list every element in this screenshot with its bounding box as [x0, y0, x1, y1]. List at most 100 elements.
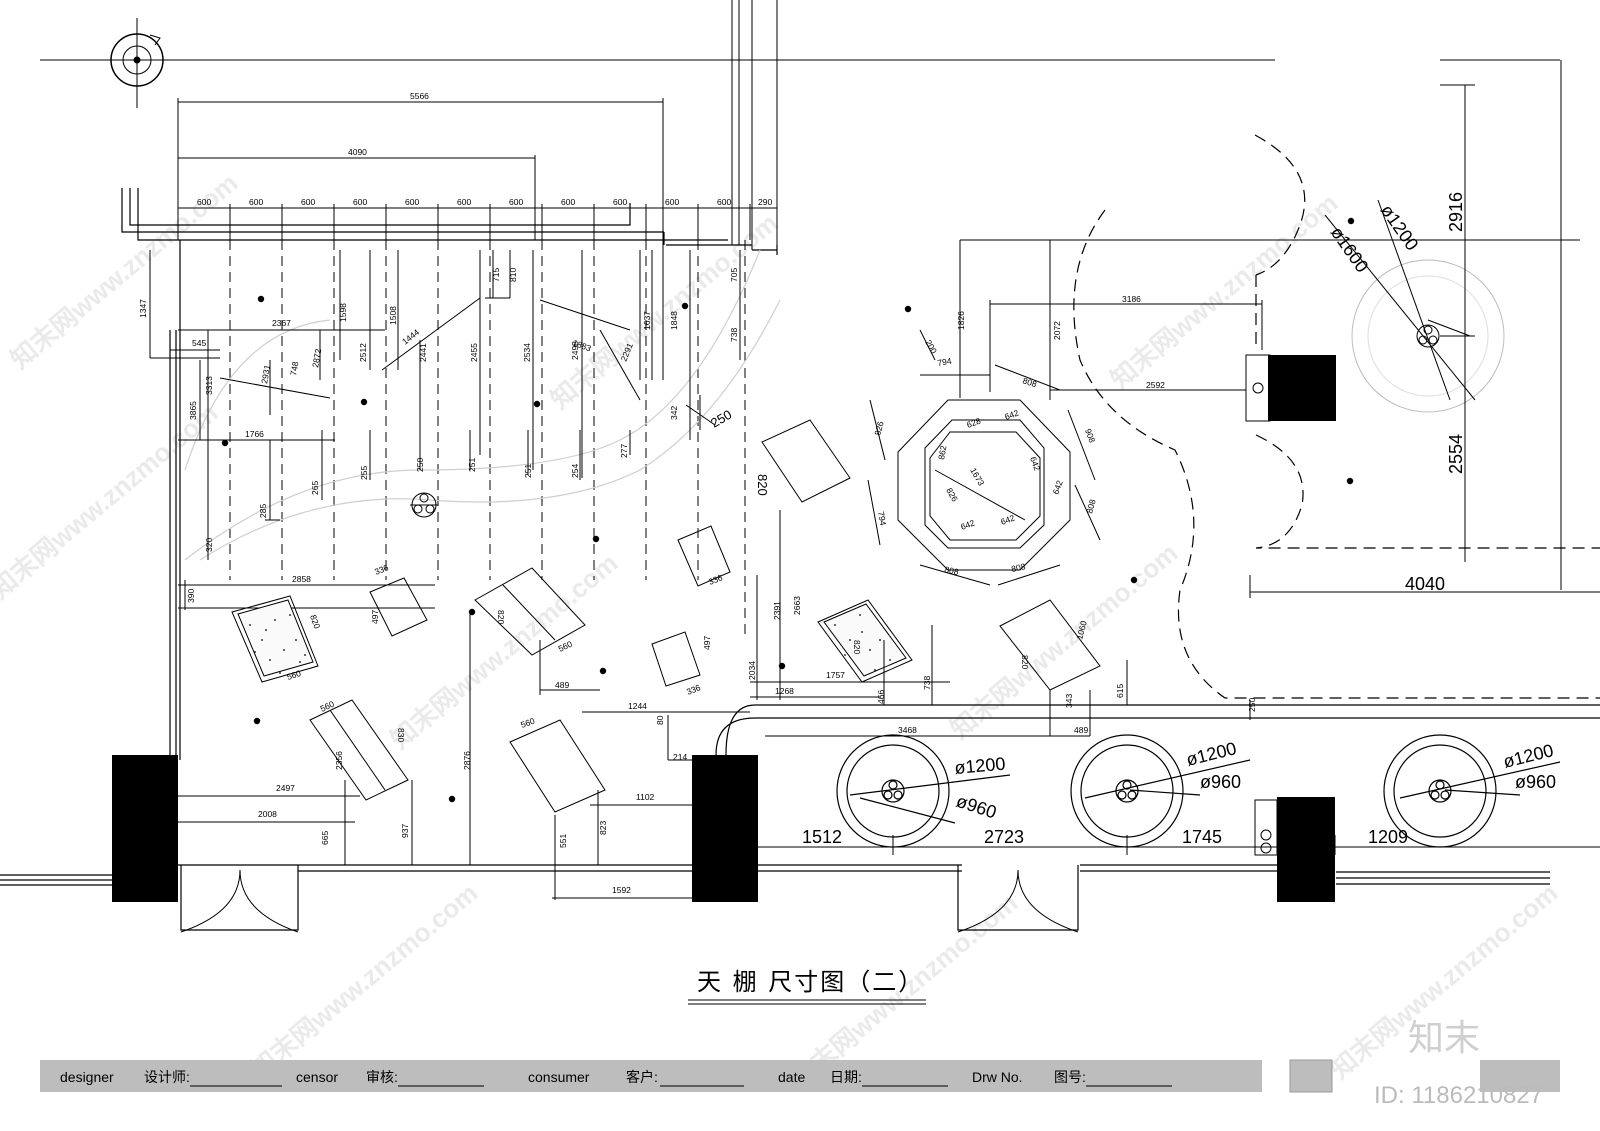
consumer-label-en: consumer — [528, 1069, 590, 1085]
dim-label: 560 — [557, 639, 574, 654]
dim-label: 715 — [491, 268, 501, 282]
dim-label: 320 — [204, 538, 214, 552]
dim-label: 2858 — [292, 574, 311, 584]
dim-label: 705 — [729, 268, 739, 282]
dim-2554: 2554 — [1446, 434, 1466, 474]
octagon-dimension-labels: 200 1826 2072 3186 2592 794 808 628 642 … — [872, 294, 1165, 577]
dim-span: 600 — [301, 197, 315, 207]
dim-span: 600 — [457, 197, 471, 207]
downlight — [468, 608, 476, 616]
dim-label: 1244 — [628, 701, 647, 711]
dim-label: 820 — [1020, 655, 1030, 669]
dim-label: 2008 — [258, 809, 277, 819]
dim-label: 560 — [286, 668, 303, 682]
dim-250: 250 — [1247, 698, 1257, 712]
dim-label: 80 — [655, 715, 665, 725]
ceiling-grid-dashed — [230, 240, 745, 640]
dim-label: 1598 — [338, 303, 348, 322]
dim-phi1200-1: ø1200 — [954, 754, 1007, 778]
dim-label: 820 — [308, 613, 322, 630]
downlight — [253, 717, 261, 725]
dim-label: 343 — [1064, 694, 1074, 708]
dim-label: 2931 — [259, 364, 272, 385]
drawing-title: 天 棚 尺寸图（二） — [697, 968, 924, 996]
dim-label: 1757 — [826, 670, 845, 680]
downlight — [360, 398, 368, 406]
column — [1268, 355, 1336, 421]
downlight — [1346, 477, 1354, 485]
dim-label: 794 — [937, 356, 953, 368]
watermark: 知末网www.znzmo.com — [0, 397, 223, 604]
dim-label: 200 — [923, 338, 939, 356]
consumer-label-cn: 客户: — [626, 1069, 658, 1085]
date-label-en: date — [778, 1069, 805, 1085]
downlight — [257, 295, 265, 303]
dim-span: 600 — [665, 197, 679, 207]
downlight — [448, 795, 456, 803]
dim-label: 826 — [872, 420, 885, 437]
dim-1745: 1745 — [1182, 827, 1222, 847]
image-id: ID: 1186210827 — [1374, 1082, 1543, 1109]
dim-label: 1848 — [669, 311, 679, 330]
dim-label: 2441 — [418, 343, 428, 362]
dim-label: 1826 — [956, 311, 966, 330]
dim-phi1600: ø1600 — [1327, 223, 1373, 276]
dim-label: 808 — [1021, 375, 1038, 389]
dim-label: 2592 — [1146, 380, 1165, 390]
dim-label: 3186 — [1122, 294, 1141, 304]
downlight — [904, 305, 912, 313]
downlight — [1347, 217, 1355, 225]
dim-phi1200: ø1200 — [1377, 201, 1423, 254]
ceiling-light-points — [221, 217, 1355, 803]
dim-label: 1508 — [388, 306, 398, 325]
dim-label: 251 — [523, 464, 533, 478]
dim-label: 826 — [944, 486, 960, 504]
downlight — [221, 439, 229, 447]
dim-label: 1592 — [612, 885, 631, 895]
dim-label: 255 — [359, 466, 369, 480]
dim-label: 342 — [669, 406, 679, 420]
dim-label: 642 — [959, 518, 976, 532]
dim-label: 748 — [288, 360, 300, 376]
round-feature-3 — [1384, 735, 1560, 847]
curved-ceiling-outline — [1074, 135, 1600, 698]
dim-label: 250 — [708, 407, 734, 431]
dim-1209: 1209 — [1368, 827, 1408, 847]
dim-4040: 4040 — [1405, 574, 1445, 594]
downlight — [592, 535, 600, 543]
dim-2723: 2723 — [984, 827, 1024, 847]
dim-label: 489 — [1074, 725, 1088, 735]
dim-label: 214 — [673, 752, 687, 762]
column — [112, 755, 178, 902]
dim-span: 600 — [197, 197, 211, 207]
dim-label: 2498 — [570, 341, 580, 360]
designer-label-en: designer — [60, 1069, 114, 1085]
dim-label: 2663 — [792, 596, 802, 615]
dim-label: 3313 — [204, 376, 214, 395]
dim-label: 497 — [702, 636, 712, 650]
dim-label: 336 — [685, 682, 702, 697]
downlight — [681, 302, 689, 310]
dim-label: 251 — [467, 458, 477, 472]
dim-overall-5566: 5566 — [410, 91, 429, 101]
dim-span: 600 — [405, 197, 419, 207]
dim-label: 250 — [415, 458, 425, 472]
dim-label: 2072 — [1052, 321, 1062, 340]
dim-label: 2512 — [358, 343, 368, 362]
top-span-labels: 600 600 600 600 600 600 600 600 600 600 … — [197, 197, 772, 207]
dim-label: 3865 — [188, 401, 198, 420]
dim-label: 545 — [192, 338, 206, 348]
dim-label: 277 — [619, 444, 629, 458]
dim-label: 1637 — [642, 311, 652, 330]
dim-label: 628 — [965, 416, 982, 430]
dim-span: 600 — [613, 197, 627, 207]
downlight — [1130, 576, 1138, 584]
column — [1277, 797, 1335, 902]
dim-label: 265 — [310, 481, 320, 495]
downlight — [533, 400, 541, 408]
dim-label: 1766 — [245, 429, 264, 439]
dim-label: 642 — [1028, 455, 1042, 472]
downlight — [599, 667, 607, 675]
dim-label: 3468 — [898, 725, 917, 735]
